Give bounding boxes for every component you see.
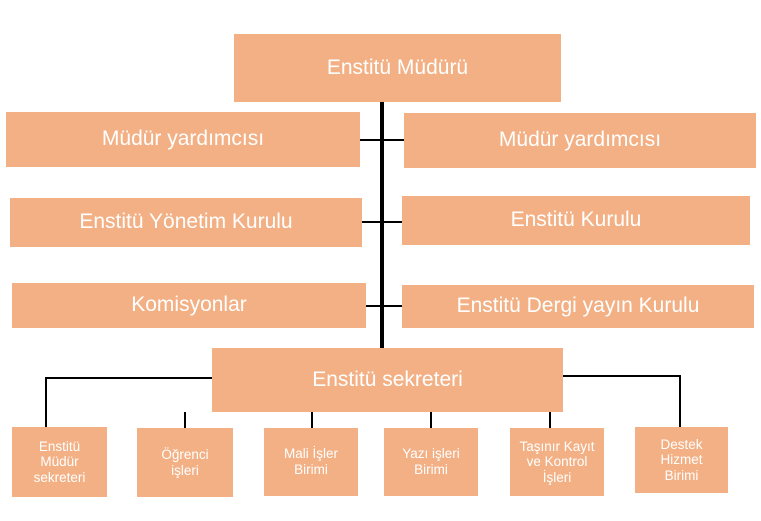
left-box-3: Komisyonlar	[12, 283, 366, 328]
unit-box-5: Taşınır Kayıt ve Kontrol İşleri	[510, 428, 604, 496]
unit-box-6: Destek Hizmet Birimi	[635, 427, 728, 493]
left-box-1: Müdür yardımcısı	[6, 112, 360, 167]
connector-right-1	[382, 139, 404, 141]
connector-unit-4	[430, 412, 432, 428]
connector-right-2	[382, 221, 402, 223]
connector-left-2	[362, 221, 382, 223]
left-box-2: Enstitü Yönetim Kurulu	[10, 198, 362, 247]
connector-left-3	[366, 305, 382, 307]
unit-box-3: Mali İşler Birimi	[264, 428, 358, 496]
director-box: Enstitü Müdürü	[234, 34, 561, 102]
secretary-box: Enstitü sekreteri	[212, 348, 563, 412]
connector-left-1	[360, 139, 382, 141]
main-vertical-line	[380, 102, 384, 348]
connector-unit-6	[679, 375, 681, 427]
connector-unit-2	[184, 412, 186, 428]
right-box-3: Enstitü Dergi yayın Kurulu	[402, 285, 754, 328]
connector-secretary-left	[45, 377, 212, 379]
unit-box-4: Yazı işleri Birimi	[384, 428, 478, 496]
unit-box-1: Enstitü Müdür sekreteri	[12, 427, 107, 497]
unit-box-2: Öğrenci işleri	[137, 428, 233, 497]
connector-unit-3	[311, 412, 313, 428]
right-box-2: Enstitü Kurulu	[402, 196, 750, 245]
connector-unit-5	[549, 412, 551, 428]
right-box-1: Müdür yardımcısı	[404, 113, 756, 168]
connector-right-3	[382, 305, 402, 307]
connector-secretary-right	[563, 375, 681, 377]
connector-unit-1	[45, 377, 47, 427]
